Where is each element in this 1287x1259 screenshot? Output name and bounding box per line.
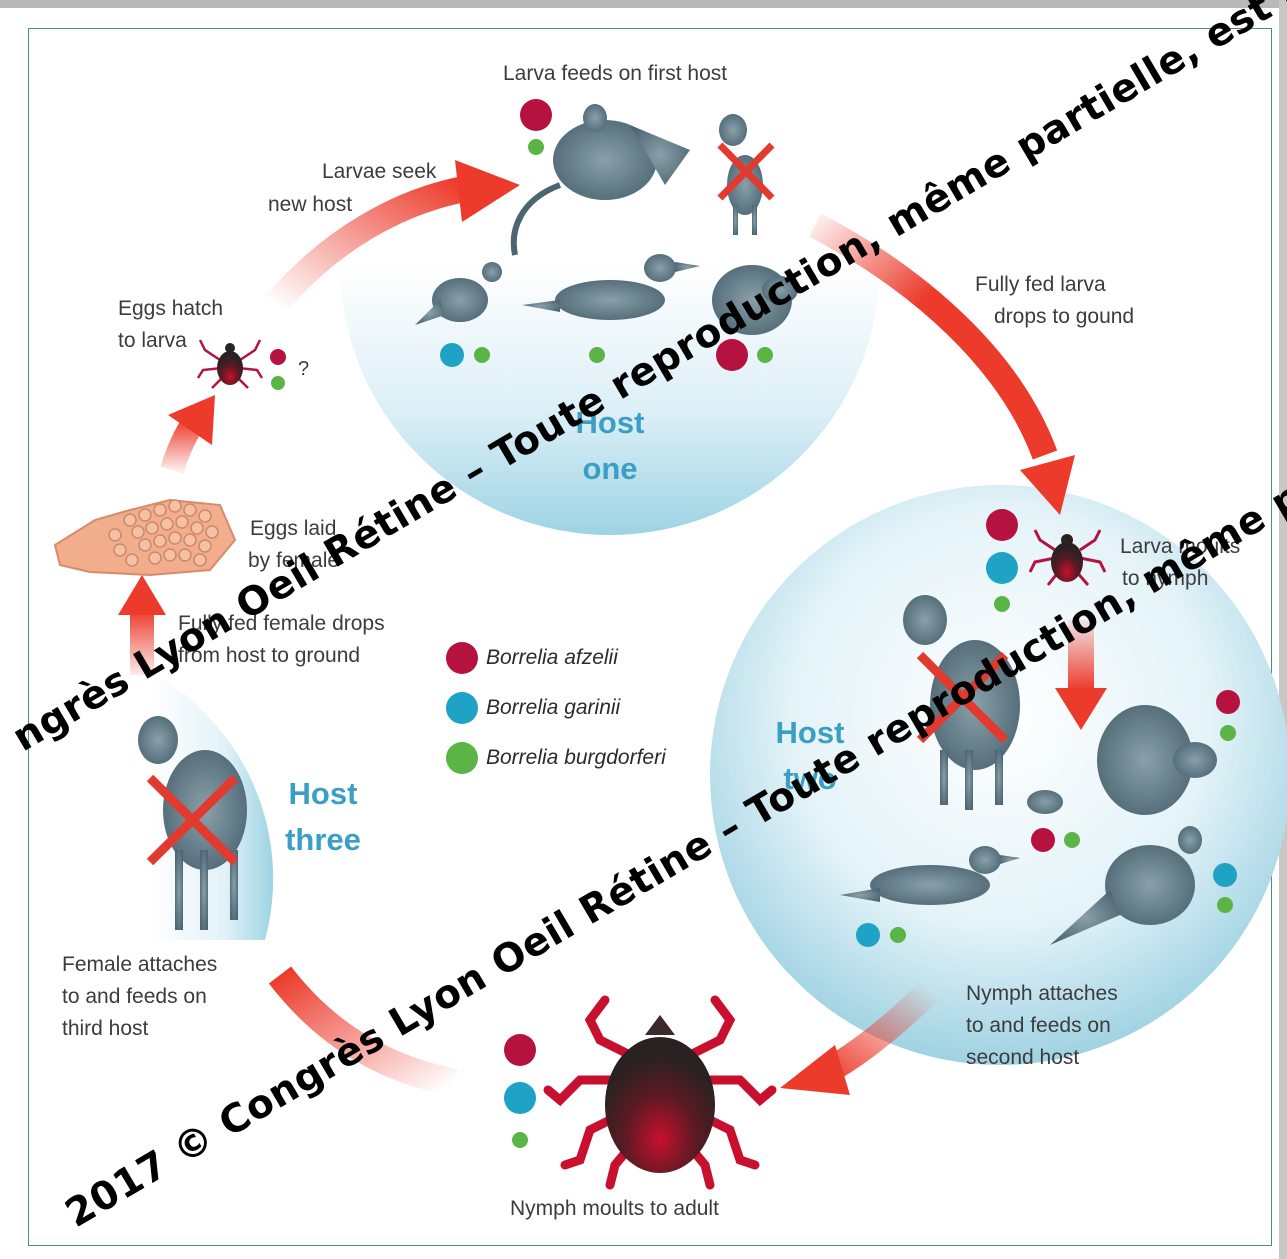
crow-icon — [522, 254, 700, 320]
arrow-to-adult — [780, 980, 940, 1095]
label-eggs-laid-1: Eggs laid — [250, 517, 337, 540]
burgdorferi-dot — [757, 347, 773, 363]
label-larva-moults-1: Larva moults — [1120, 535, 1241, 558]
window-top-border — [0, 0, 1287, 8]
cross-icon — [717, 142, 775, 201]
label-eggs-hatch-2: to larva — [118, 329, 187, 352]
host-three-line2: three — [285, 822, 361, 857]
legend-garinii-swatch — [446, 692, 478, 724]
host-one-label: Host one — [560, 400, 660, 492]
label-female-drops-1: Fully fed female drops — [178, 612, 385, 635]
figure-panel — [28, 28, 1272, 1246]
label-question-mark: ? — [298, 358, 310, 380]
turkey-icon — [1050, 826, 1202, 945]
burgdorferi-dot — [589, 347, 605, 363]
host-one-animals — [415, 104, 798, 335]
label-fully-fed-larva-2: drops to gound — [994, 305, 1135, 328]
host-two-line2: two — [783, 761, 837, 796]
burgdorferi-dot — [1217, 897, 1233, 913]
host-two-line1: Host — [775, 715, 845, 750]
legend-burgdorferi: Borrelia burgdorferi — [486, 746, 666, 769]
label-nymph-moults: Nymph moults to adult — [510, 1197, 719, 1220]
label-female-attaches-2: to and feeds on — [62, 985, 207, 1008]
label-larvae-seek-1: Larvae seek — [322, 160, 437, 183]
burgdorferi-dot — [1064, 832, 1080, 848]
legend-afzelii: Borrelia afzelii — [486, 646, 618, 669]
arrow-larva-drops — [808, 213, 1075, 515]
burgdorferi-dot — [271, 376, 285, 390]
host-one-line1: Host — [575, 405, 645, 440]
legend-burgdorferi-swatch — [446, 742, 478, 774]
afzelii-dot — [1216, 690, 1240, 714]
host-one-line2: one — [582, 451, 638, 486]
adult-tick-icon — [543, 995, 777, 1190]
label-larvae-seek-2: new host — [268, 193, 353, 216]
burgdorferi-dot — [994, 596, 1010, 612]
label-nymph-attaches-1: Nymph attaches — [966, 982, 1118, 1005]
arrow-to-larva — [160, 395, 215, 474]
window-right-border — [1279, 0, 1287, 1259]
host-two-label: Host two — [760, 710, 860, 802]
cross-icon — [916, 651, 1009, 744]
label-larva-feeds: Larva feeds on first host — [503, 62, 728, 85]
garinii-dot — [440, 343, 464, 367]
host-three-label: Host three — [268, 771, 378, 863]
afzelii-dot — [504, 1034, 536, 1066]
label-female-drops-2: from host to ground — [178, 644, 361, 667]
label-female-attaches-3: third host — [62, 1017, 149, 1040]
label-nymph-attaches-3: second host — [966, 1046, 1080, 1069]
turkey-icon — [415, 262, 502, 325]
afzelii-dot — [520, 99, 552, 131]
garinii-dot — [1213, 863, 1237, 887]
afzelii-dot — [986, 509, 1018, 541]
label-larva-moults-2: to nymph — [1122, 567, 1209, 590]
label-fully-fed-larva-1: Fully fed larva — [975, 273, 1106, 296]
garinii-dot — [504, 1082, 536, 1114]
squirrel-icon — [1097, 705, 1217, 815]
squirrel-icon — [712, 265, 798, 335]
eggs-cluster-icon — [53, 498, 237, 577]
afzelii-dot — [1031, 828, 1055, 852]
burgdorferi-dot — [512, 1132, 528, 1148]
arrow-from-adult — [268, 966, 458, 1097]
legend-garinii: Borrelia garinii — [486, 696, 621, 719]
deer-fawn-icon — [719, 114, 763, 235]
garinii-dot — [986, 552, 1018, 584]
burgdorferi-dot — [890, 927, 906, 943]
borrelia-dots — [270, 99, 1240, 1148]
legend-swatches — [446, 642, 478, 774]
mouse-icon — [510, 104, 690, 256]
legend-afzelii-swatch — [446, 642, 478, 674]
afzelii-dot — [270, 349, 286, 365]
arrow-to-eggs — [118, 575, 166, 675]
mouse-small-icon — [1027, 790, 1063, 814]
arrow-to-first-host — [265, 160, 520, 314]
burgdorferi-dot — [474, 347, 490, 363]
burgdorferi-dot — [528, 139, 544, 155]
host-three-line1: Host — [288, 776, 358, 811]
afzelii-dot — [716, 339, 748, 371]
larva-tick-icon — [196, 339, 264, 389]
crow-icon — [840, 846, 1020, 905]
arrow-down-to-second-host — [1055, 620, 1107, 730]
burgdorferi-dot — [1220, 725, 1236, 741]
garinii-dot — [856, 923, 880, 947]
nymph-tick-icon — [1028, 529, 1107, 586]
label-nymph-attaches-2: to and feeds on — [966, 1014, 1111, 1037]
cross-icon — [146, 774, 239, 866]
label-eggs-hatch-1: Eggs hatch — [118, 297, 224, 320]
label-eggs-laid-2: by female — [248, 549, 340, 572]
label-female-attaches-1: Female attaches — [62, 953, 218, 976]
